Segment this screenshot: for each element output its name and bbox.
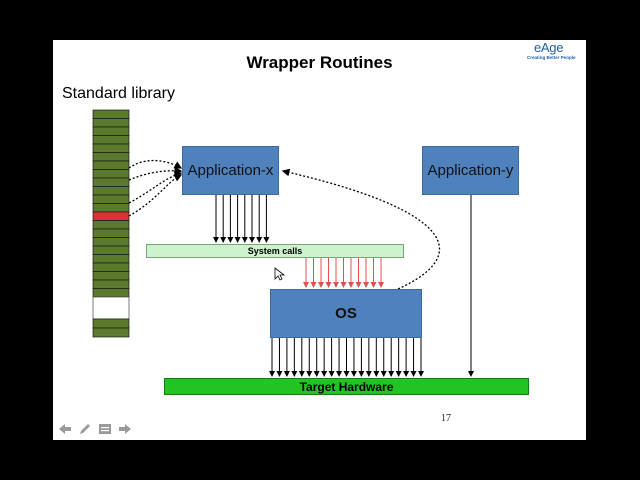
library-slot <box>92 169 130 179</box>
library-to-app-curve-2 <box>128 166 183 181</box>
os-box: OS <box>270 289 422 338</box>
library-slot <box>92 288 130 298</box>
logo: eAge <box>534 40 564 55</box>
system-call-to-os-arrows <box>303 258 384 288</box>
application-x-box: Application-x <box>182 146 279 195</box>
diagram-canvas <box>92 109 474 377</box>
library-to-app-curve-1 <box>128 159 183 169</box>
logo-tagline: Creating Better People <box>527 55 576 60</box>
application-y-box: Application-y <box>422 146 519 195</box>
arrow-right-icon[interactable] <box>117 422 132 436</box>
library-slot <box>92 152 130 162</box>
os-to-hardware-arrows <box>269 338 424 377</box>
mouse-cursor-icon <box>274 267 286 281</box>
target-hardware-bar: Target Hardware <box>164 378 529 395</box>
slide-title: Wrapper Routines <box>246 53 393 72</box>
library-slot <box>92 203 130 213</box>
standard-library-label: Standard library <box>62 85 175 102</box>
library-slot <box>92 186 130 196</box>
library-to-app-curve-4 <box>128 174 183 217</box>
library-slot <box>92 160 130 170</box>
library-slot <box>92 118 130 128</box>
menu-icon[interactable] <box>97 422 112 436</box>
library-gap <box>92 296 130 320</box>
library-slot <box>92 237 130 247</box>
library-slot <box>92 177 130 187</box>
library-slot <box>92 279 130 289</box>
system-calls-bar: System calls <box>146 244 404 258</box>
library-slot <box>92 220 130 230</box>
library-slot <box>92 318 130 329</box>
library-slot <box>92 245 130 255</box>
library-slot <box>92 254 130 264</box>
library-slot <box>92 211 130 221</box>
library-slot <box>92 143 130 153</box>
pencil-icon[interactable] <box>77 422 92 436</box>
library-slot <box>92 126 130 136</box>
application-x-syscall-arrows <box>213 195 270 243</box>
library-slot <box>92 327 130 338</box>
slide-navigation <box>57 422 132 436</box>
library-slot <box>92 194 130 204</box>
library-slot <box>92 262 130 272</box>
arrow-left-icon[interactable] <box>57 422 72 436</box>
library-slot <box>92 228 130 238</box>
slide: Wrapper Routines eAge Creating Better Pe… <box>53 40 586 440</box>
library-slot <box>92 271 130 281</box>
library-slot <box>92 135 130 145</box>
library-slot <box>92 109 130 119</box>
standard-library-stack <box>92 109 130 338</box>
page-number: 17 <box>441 413 451 424</box>
